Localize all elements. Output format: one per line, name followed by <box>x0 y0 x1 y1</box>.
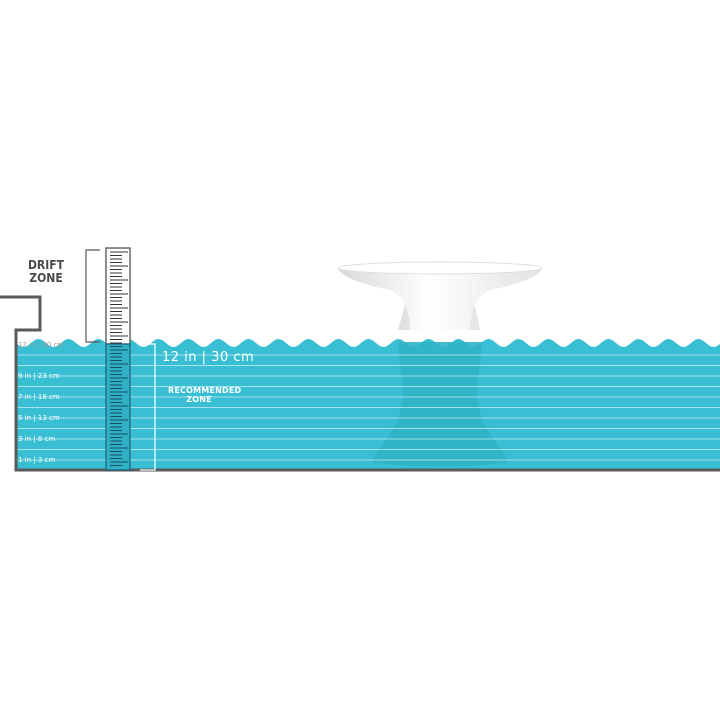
recommended-zone-line2: ZONE <box>186 395 212 404</box>
drift-zone-line1: DRIFT <box>27 258 65 272</box>
stand-bowl <box>338 262 542 330</box>
drift-zone-line2: ZONE <box>29 271 63 285</box>
drift-zone-label: DRIFT ZONE <box>24 259 68 285</box>
drift-zone-bracket <box>85 249 100 343</box>
ruler-body-submerged <box>105 343 131 471</box>
water-lines <box>16 354 720 461</box>
depth-label: 3 in | 8 cm <box>18 434 56 443</box>
water-body <box>16 339 720 470</box>
recommended-zone-line1: RECOMMENDED <box>168 386 242 395</box>
stand-submerged <box>372 342 508 467</box>
recommended-zone-label: RECOMMENDED ZONE <box>168 386 242 404</box>
ruler-ticks <box>110 251 128 466</box>
max-depth-label: 12 in | 30 cm <box>162 350 255 365</box>
depth-label: 5 in | 13 cm <box>18 414 60 422</box>
depth-label: 9 in | 23 cm <box>18 372 60 381</box>
pool-wall <box>0 295 720 472</box>
depth-label: 1 in | 3 cm <box>18 455 56 464</box>
stand-bowl-rim <box>337 261 543 275</box>
depth-label: 7 in | 18 cm <box>18 393 60 402</box>
depth-label: 12 in | 30 cm <box>18 341 65 350</box>
depth-ruler <box>105 247 131 471</box>
recommended-zone-bracket <box>140 343 156 471</box>
floating-stand <box>337 261 543 330</box>
